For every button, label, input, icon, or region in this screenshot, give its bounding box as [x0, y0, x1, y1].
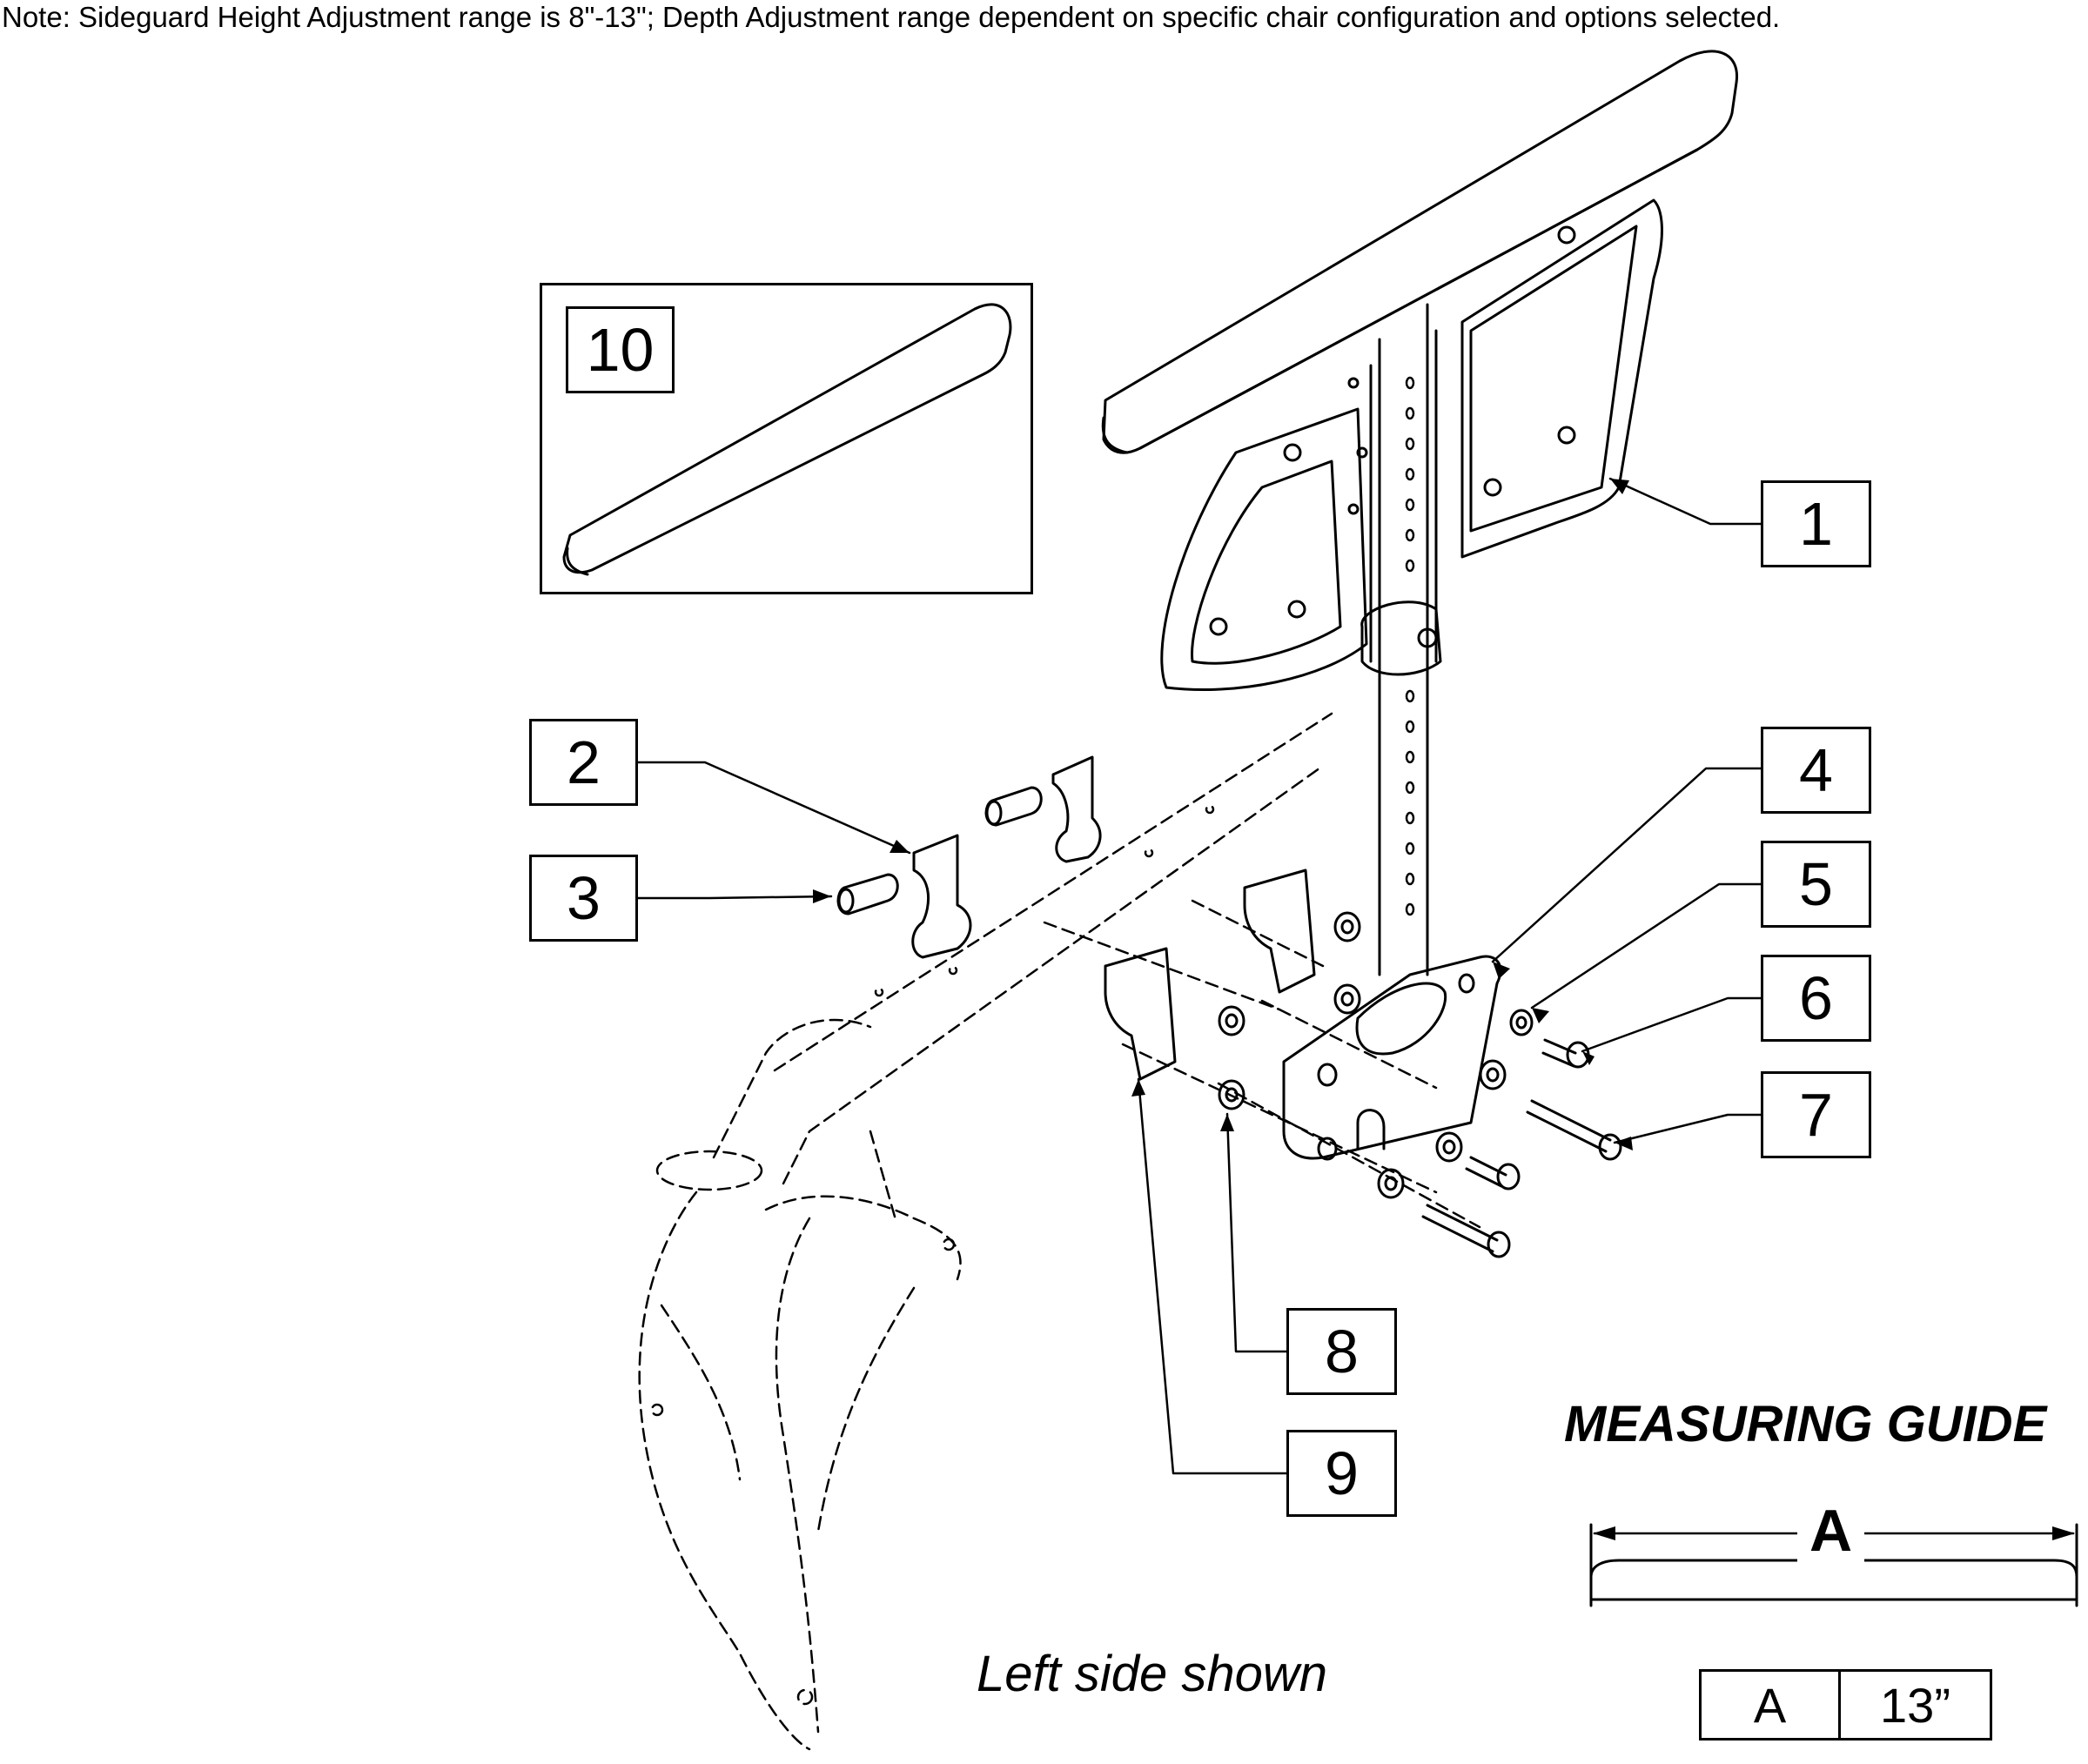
- measuring-guide-title: MEASURING GUIDE: [1564, 1396, 2047, 1452]
- left-side-shown-label: Left side shown: [977, 1646, 1328, 1702]
- adjustment-note: Note: Sideguard Height Adjustment range …: [2, 1, 1781, 33]
- screws: [1421, 1038, 1622, 1258]
- callout-1: 1: [1761, 480, 1871, 567]
- callout-8: 8: [1286, 1308, 1397, 1395]
- dimension-arrowheads: [1593, 1526, 2075, 1540]
- washers: [1218, 911, 1534, 1199]
- inset-option-frame: [540, 283, 1033, 594]
- callout-3: 3: [529, 855, 638, 942]
- height-adjustment-post: [1360, 303, 1442, 976]
- dimension-value-cell: 13”: [1838, 1669, 1992, 1741]
- leader-arrowheads: [813, 479, 1633, 1150]
- inset-armrest-pad: [562, 303, 1012, 576]
- callout-2: 2: [529, 719, 638, 806]
- pins: [836, 786, 1043, 916]
- dimension-row: A 13”: [1699, 1669, 1992, 1741]
- sideguard-panel: [1160, 198, 1663, 692]
- callout-4: 4: [1761, 727, 1871, 814]
- leader-lines: [636, 477, 1762, 1475]
- dimension-label-cell: A: [1699, 1669, 1841, 1741]
- callout-5: 5: [1761, 841, 1871, 928]
- frame-tube-phantom: [638, 712, 1481, 1751]
- callout-10: 10: [566, 306, 675, 393]
- dimension-table: A 13”: [1699, 1669, 1992, 1741]
- receiver-bracket: [1282, 955, 1502, 1161]
- armrest-pad: [1101, 50, 1739, 454]
- dimension-letter: A: [1797, 1497, 1865, 1565]
- callout-7: 7: [1761, 1071, 1871, 1158]
- callout-9: 9: [1286, 1430, 1397, 1517]
- callout-6: 6: [1761, 955, 1871, 1042]
- clamp-halves: [911, 755, 1316, 1081]
